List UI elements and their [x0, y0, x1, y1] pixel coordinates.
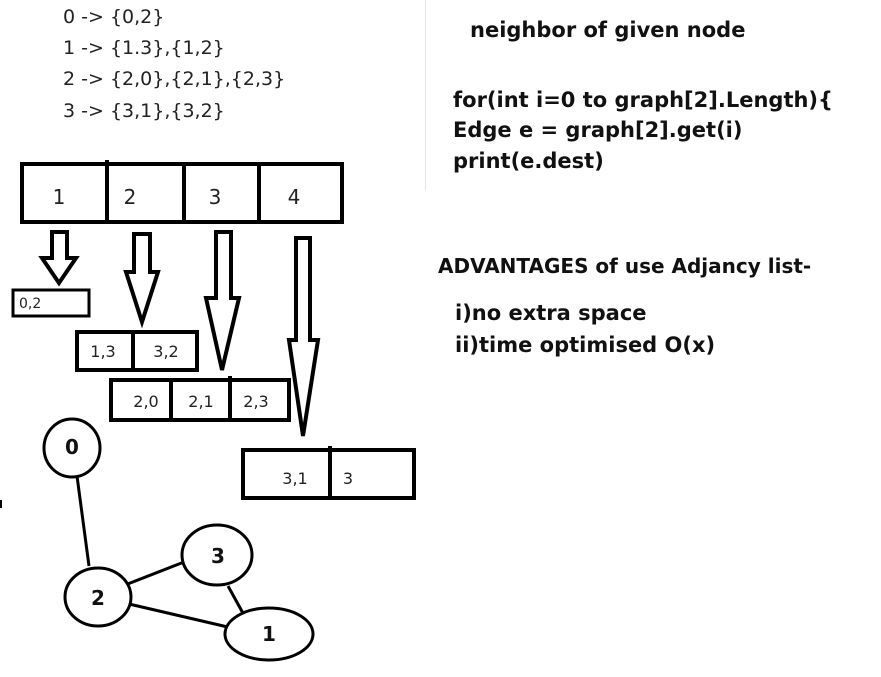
list-node-box: [11, 288, 91, 318]
graph-node-label: 3: [211, 544, 225, 568]
down-arrow: [203, 230, 242, 371]
graph-node-label: 0: [65, 435, 79, 459]
graph-node-label: 2: [91, 586, 105, 610]
down-arrow: [123, 232, 161, 329]
down-arrow: [286, 236, 321, 437]
panel-divider: [425, 0, 426, 190]
list-node-box: [75, 330, 199, 372]
adjacency-line: 2 -> {2,0},{2,1},{2,3}: [63, 68, 286, 90]
list-node-label: 1,3: [90, 342, 115, 361]
graph-node: [42, 417, 102, 479]
list-node-label: 2,3: [243, 392, 268, 411]
graph-node-label: 1: [262, 622, 276, 646]
graph-node: [223, 606, 315, 662]
array-cell-label: 2: [124, 185, 137, 209]
neighbor-heading: neighbor of given node: [470, 18, 746, 42]
advantage-item: i)no extra space: [455, 301, 647, 325]
array-cell-label: 1: [53, 185, 66, 209]
advantage-item: ii)time optimised O(x): [455, 333, 716, 357]
code-line: Edge e = graph[2].get(i): [453, 118, 743, 142]
array: [20, 160, 344, 224]
graph-edge: [226, 585, 246, 616]
graph-edge: [128, 602, 233, 630]
list-node-label: 2,0: [133, 392, 158, 411]
code-line: print(e.dest): [453, 149, 604, 173]
list-node-box: [109, 378, 291, 422]
graph-node: [180, 523, 254, 587]
list-node-label: 0,2: [19, 296, 41, 312]
array-cell-label: 4: [288, 185, 301, 209]
list-node-label: 3,1: [282, 469, 307, 488]
array-cell-label: 3: [209, 185, 222, 209]
down-arrow: [38, 230, 80, 287]
list-node-label: 2,1: [188, 392, 213, 411]
list-node-label: 3: [343, 469, 353, 488]
adjacency-line: 3 -> {3,1},{3,2}: [63, 100, 225, 122]
list-node-box: [370, 448, 416, 500]
graph-edge: [124, 560, 185, 587]
adjacency-line: 0 -> {0,2}: [63, 6, 165, 28]
code-line: for(int i=0 to graph[2].Length){: [453, 88, 833, 112]
graph-edge: [75, 475, 91, 567]
list-node-box: [241, 448, 373, 500]
advantages-title: ADVANTAGES of use Adjancy list-: [438, 254, 812, 278]
graph-node: [63, 566, 133, 628]
adjacency-line: 1 -> {1.3},{1,2}: [63, 37, 225, 59]
list-node-label: 3,2: [153, 342, 178, 361]
